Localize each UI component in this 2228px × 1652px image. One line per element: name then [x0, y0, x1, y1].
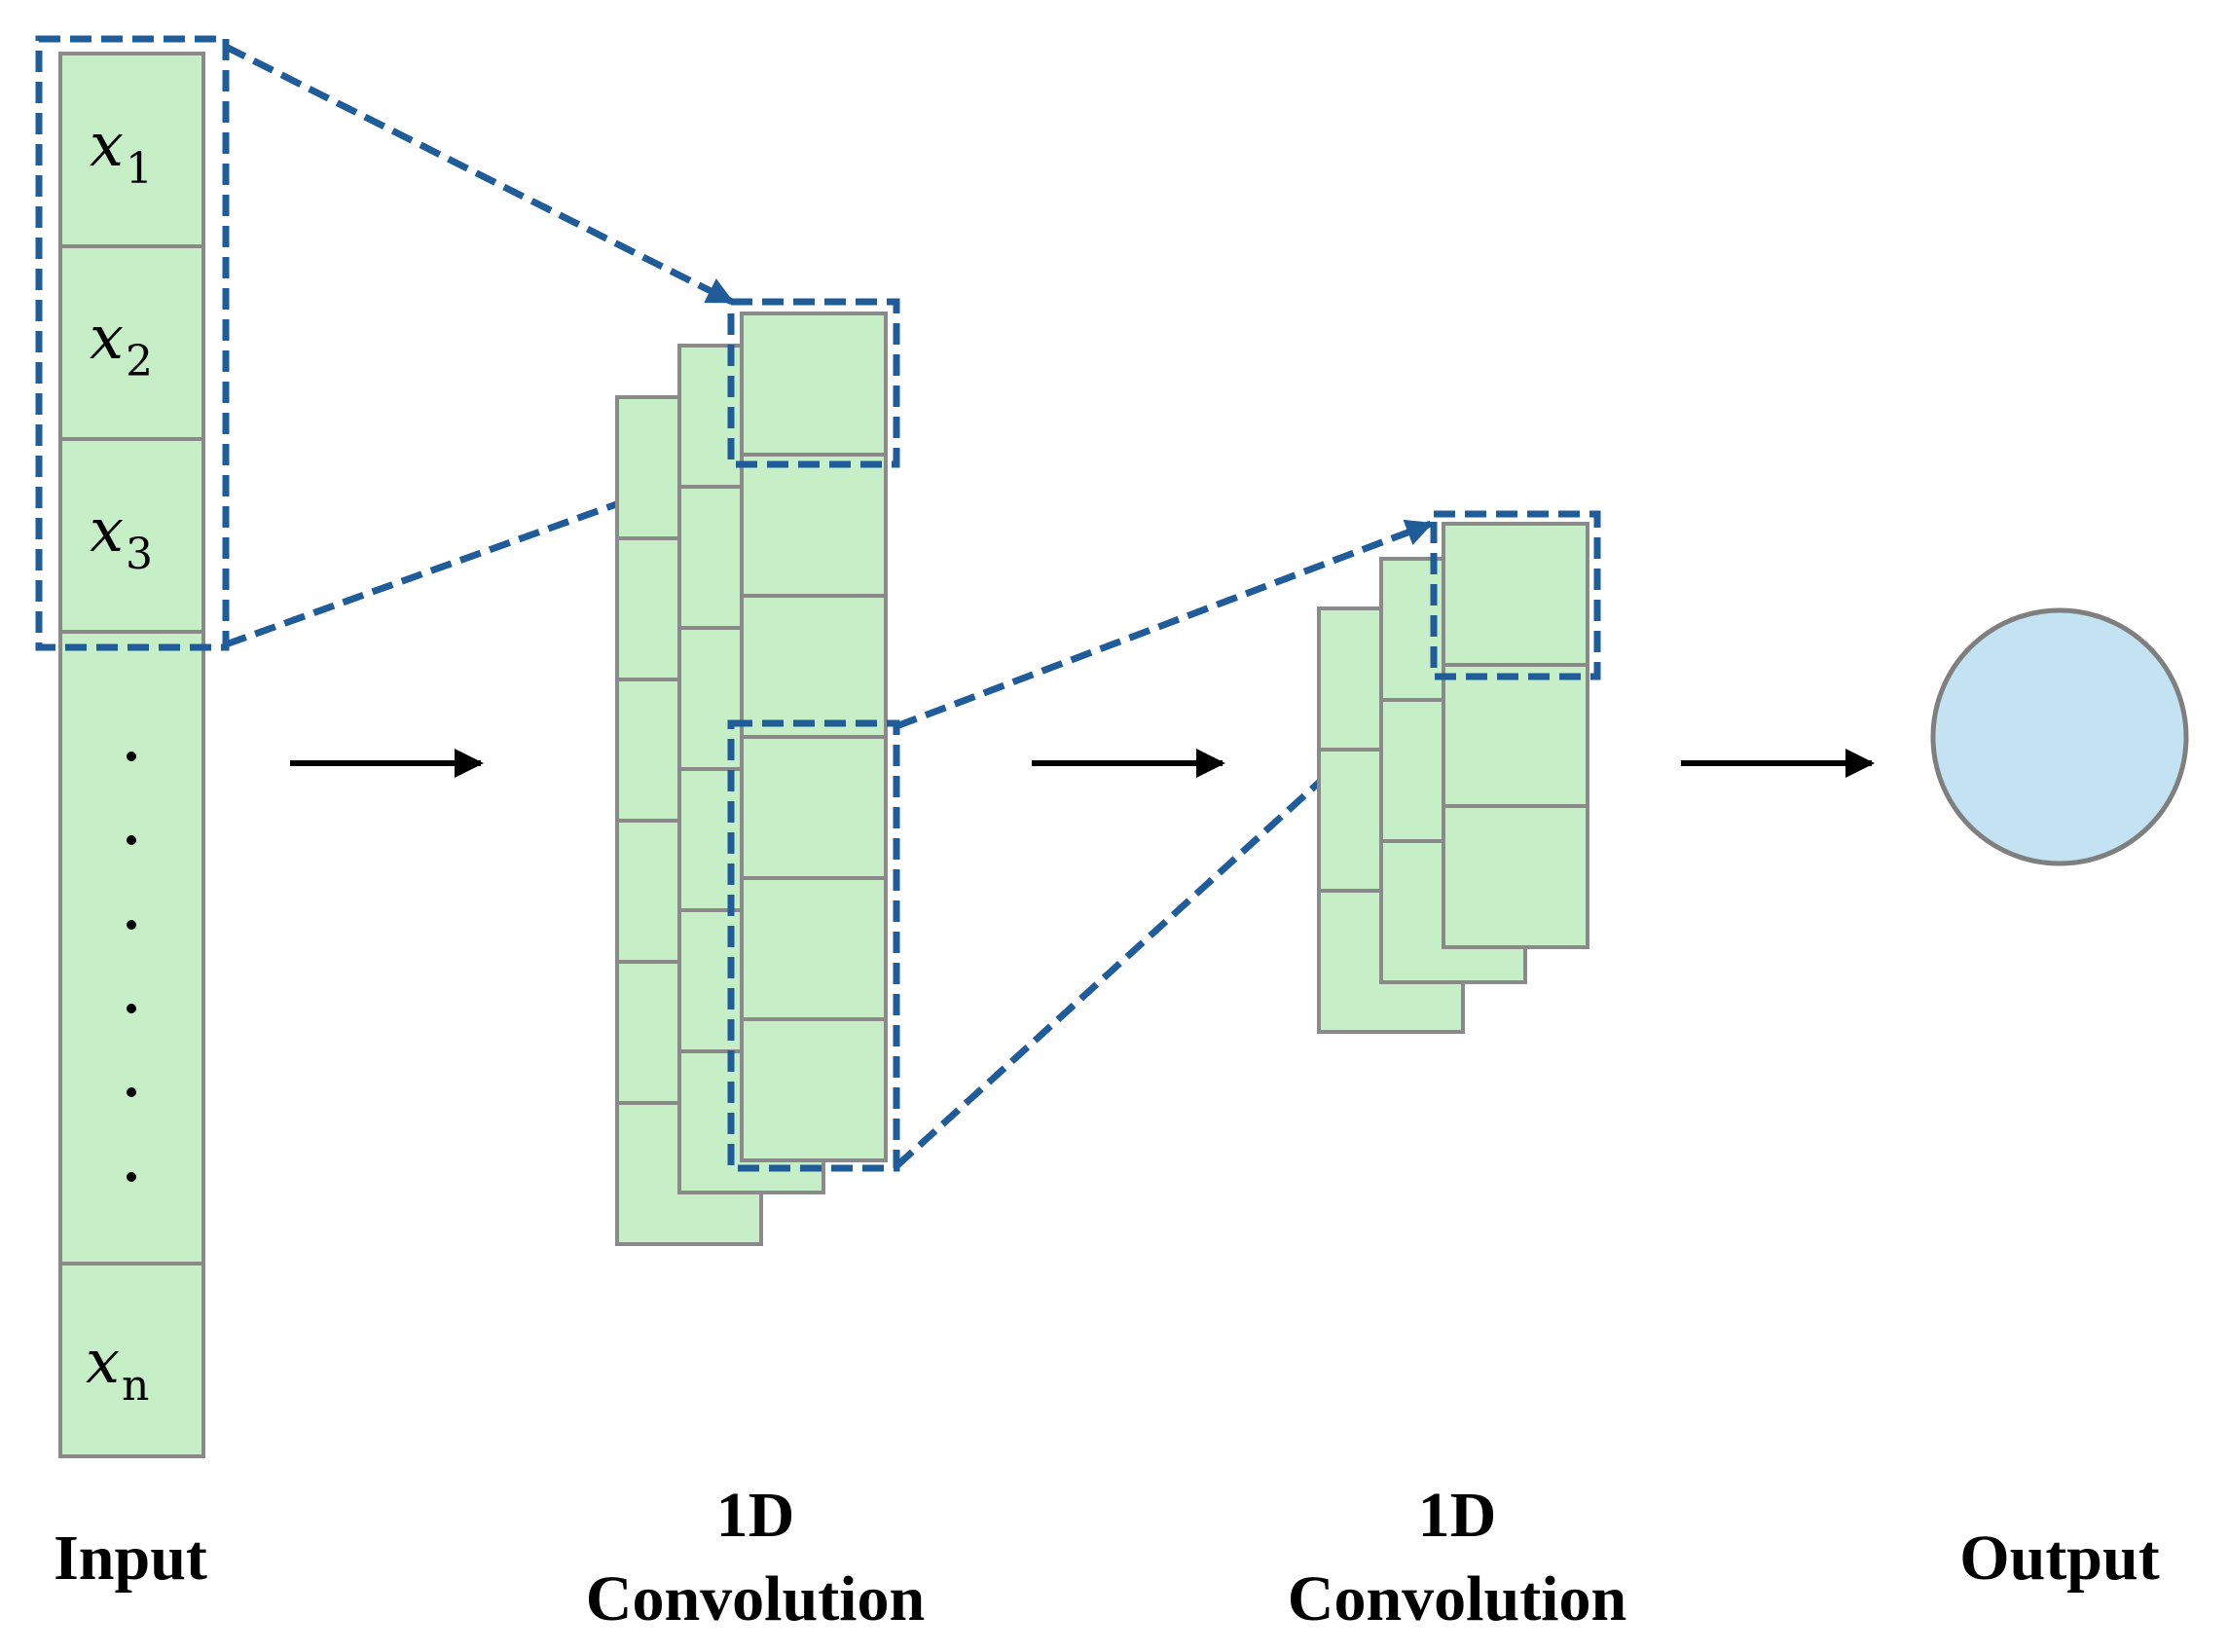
input-label-x1: x1 — [90, 109, 153, 194]
conv1-kernel-window — [727, 719, 900, 1172]
conv1-feature-maps — [615, 298, 900, 1246]
projection-line-top — [224, 43, 735, 306]
projection-line-conv-top — [895, 519, 1434, 730]
input-cell-x1 — [58, 52, 205, 248]
conv2-stage-label-line1: 1D — [1418, 1480, 1497, 1551]
input-cell-x2 — [58, 244, 205, 441]
conv2-stage-label-line2: Convolution — [1288, 1563, 1626, 1634]
conv2-output-highlight — [1430, 510, 1601, 680]
input-cell-ellipsis — [58, 630, 205, 1266]
input-label-xn: xn — [86, 1326, 149, 1411]
input-cell-xn — [58, 1262, 205, 1458]
conv1-stage-label-line1: 1D — [716, 1480, 795, 1551]
input-column: x1 x2 x3 xn — [35, 35, 230, 1458]
conv2-map-front — [1442, 522, 1589, 949]
input-label-x2: x2 — [90, 302, 153, 386]
input-stage-label: Input — [54, 1523, 207, 1594]
conv1-stage-label-line2: Convolution — [586, 1563, 925, 1634]
conv2-feature-maps — [1317, 510, 1601, 1034]
input-label-x3: x3 — [90, 495, 153, 579]
vertical-ellipsis — [127, 752, 136, 1182]
input-kernel-window — [35, 35, 230, 651]
conv1-map-front — [740, 312, 888, 1162]
output-node — [1930, 607, 2189, 866]
output-stage-label: Output — [1959, 1523, 2159, 1594]
conv1-output-highlight — [727, 298, 900, 468]
